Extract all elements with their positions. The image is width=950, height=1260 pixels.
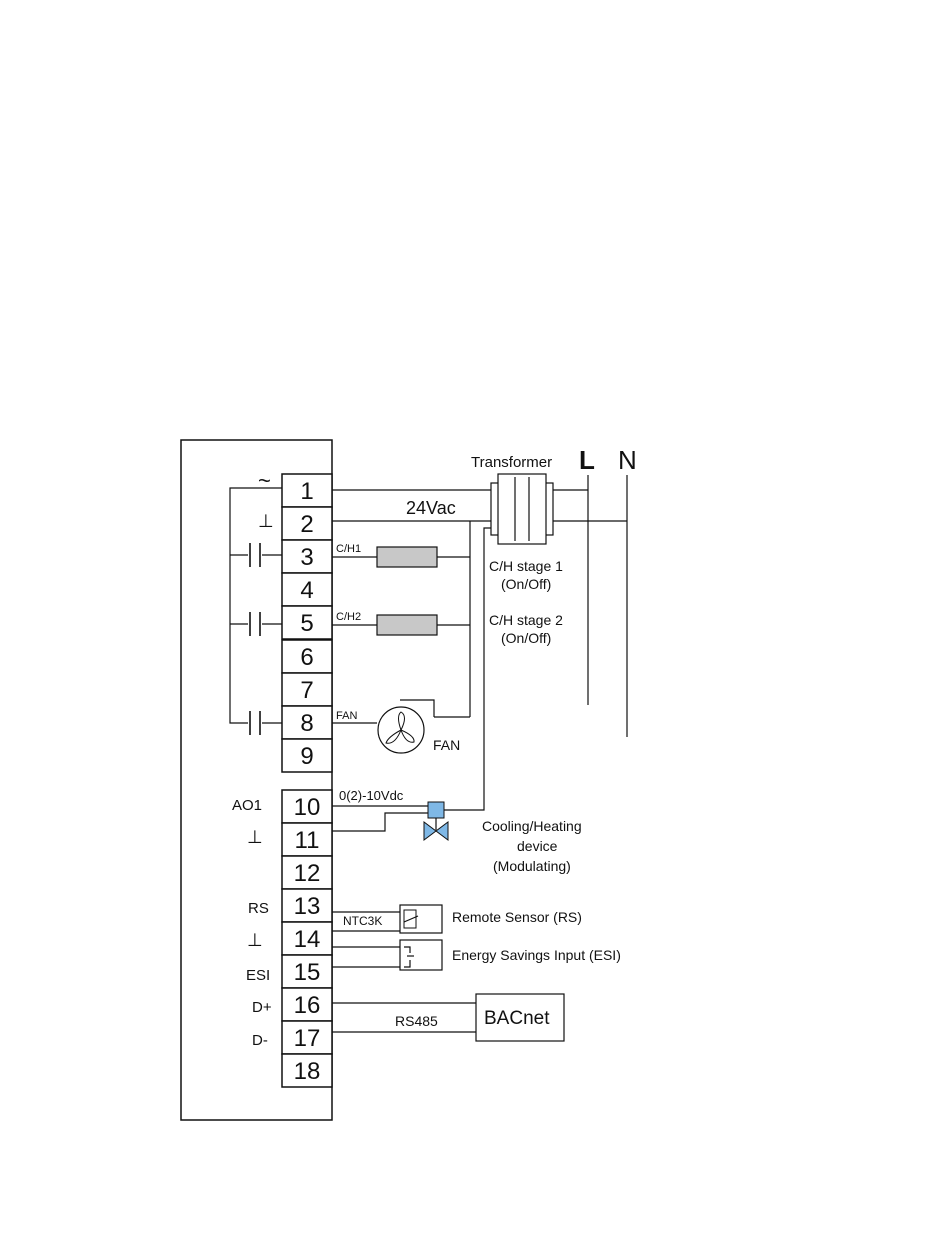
- voltage-label: 24Vac: [406, 498, 456, 518]
- wire-label-fan: FAN: [336, 710, 357, 722]
- fan-label: FAN: [433, 737, 460, 753]
- wire-label-ntc: NTC3K: [343, 914, 382, 928]
- label-t14-common: ⊥: [247, 930, 263, 950]
- remote-sensor-label: Remote Sensor (RS): [452, 909, 582, 925]
- relay-contact-3: [248, 543, 262, 567]
- stage2-coil: [377, 615, 437, 635]
- terminal-number-14: 14: [294, 926, 321, 953]
- valve-label-2: device: [517, 838, 558, 854]
- terminal-number-7: 7: [300, 677, 313, 704]
- wire-label-ch1: C/H1: [336, 543, 361, 555]
- terminal-number-4: 4: [300, 577, 313, 604]
- terminal-number-13: 13: [294, 893, 321, 920]
- terminal-number-10: 10: [294, 794, 321, 821]
- relay-contact-8: [248, 711, 262, 735]
- terminal-number-8: 8: [300, 710, 313, 737]
- wire-label-ch2: C/H2: [336, 611, 361, 623]
- label-d-plus: D+: [252, 999, 272, 1016]
- line-l-label: L: [579, 445, 595, 475]
- wire-label-analog: 0(2)-10Vdc: [339, 788, 404, 803]
- terminal-number-12: 12: [294, 860, 321, 887]
- terminal-number-2: 2: [300, 511, 313, 538]
- bacnet-label: BACnet: [484, 1008, 550, 1029]
- wire-label-rs485: RS485: [395, 1013, 438, 1029]
- neutral-n-label: N: [618, 445, 637, 475]
- terminal-number-15: 15: [294, 959, 321, 986]
- stage2-label: C/H stage 2: [489, 612, 563, 628]
- label-t11-common: ⊥: [247, 827, 263, 847]
- label-d-minus: D-: [252, 1032, 268, 1049]
- terminal-number-9: 9: [300, 743, 313, 770]
- terminal-number-6: 6: [300, 644, 313, 671]
- terminal-number-18: 18: [294, 1058, 321, 1085]
- terminal-number-16: 16: [294, 992, 321, 1019]
- common-to-valve: [444, 528, 491, 810]
- label-t1-ac: ~: [258, 468, 271, 493]
- stage1-coil: [377, 547, 437, 567]
- valve-label-1: Cooling/Heating: [482, 818, 582, 834]
- thermistor-icon: [404, 910, 418, 928]
- stage2-mode: (On/Off): [501, 630, 551, 646]
- transformer: [491, 474, 553, 544]
- terminal-number-17: 17: [294, 1025, 321, 1052]
- terminal-number-1: 1: [300, 478, 313, 505]
- label-rs: RS: [248, 900, 269, 917]
- terminal-number-5: 5: [300, 610, 313, 637]
- label-ao1: AO1: [232, 797, 262, 814]
- transformer-label: Transformer: [471, 454, 552, 471]
- esi-label: Energy Savings Input (ESI): [452, 947, 621, 963]
- stage1-label: C/H stage 1: [489, 558, 563, 574]
- stage1-mode: (On/Off): [501, 576, 551, 592]
- valve-icon: [424, 802, 448, 840]
- label-t2-common: ⊥: [258, 511, 274, 531]
- terminal-number-11: 11: [295, 827, 320, 854]
- esi-box: [400, 940, 442, 970]
- valve-label-3: (Modulating): [493, 858, 571, 874]
- wire-t11: [332, 813, 428, 831]
- relay-contact-5: [248, 612, 262, 636]
- terminal-number-3: 3: [300, 544, 313, 571]
- label-esi: ESI: [246, 967, 270, 984]
